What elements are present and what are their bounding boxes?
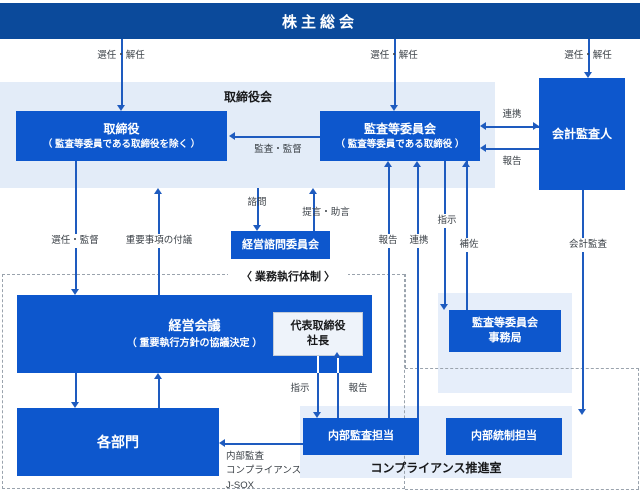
edge-arrow-appoint-accounting-auditor: [584, 72, 592, 78]
audit-committee-title: 監査等委員会: [363, 121, 436, 136]
edge-arrow-report-bottom: [333, 352, 341, 358]
edge-label-cooperation-mid: 連携: [399, 234, 439, 248]
edge-label-internal-audit-line2: コンプライアンス: [226, 465, 302, 477]
directors-subtitle: （ 監査等委員である取締役を除く ）: [42, 138, 201, 150]
edge-arrow-report-top: [480, 144, 486, 152]
edge-arrow-cooperation-left: [480, 122, 486, 130]
edge-arrow-appoint-audit-committee: [390, 105, 398, 111]
edge-line-consultation: [257, 188, 259, 225]
internal-audit-box[interactable]: 内部監査担当: [303, 418, 419, 455]
edge-label-important-matters: 重要事項の付議: [120, 234, 198, 248]
edge-line-report-top: [486, 148, 539, 150]
edge-line-appoint-supervise: [75, 161, 77, 289]
accounting-auditor-box[interactable]: 会計監査人: [539, 78, 625, 190]
edge-label-audit-supervise: 監査・監督: [254, 144, 302, 155]
edge-arrow-accounting-audit: [578, 409, 586, 415]
execution-system-label: 〈 業務執行体制 〉: [240, 271, 336, 283]
edge-label-appoint-dismiss-3: 選任・解任: [564, 50, 612, 61]
departments-title: 各部門: [97, 433, 139, 450]
edge-label-cooperation-top: 連携: [502, 109, 522, 120]
edge-line-instruction-bottom-white: [317, 356, 319, 373]
edge-arrow-proposal-advice: [309, 188, 317, 194]
directors-box[interactable]: 取締役 （ 監査等委員である取締役を除く ）: [16, 111, 227, 161]
advisory-committee-title: 経営諮問委員会: [242, 238, 319, 251]
internal-control-box[interactable]: 内部統制担当: [446, 418, 562, 455]
president-box[interactable]: 代表取締役 社長: [273, 312, 363, 356]
edge-arrow-instruction-mid: [440, 304, 448, 310]
edge-line-appoint-directors: [121, 39, 123, 105]
edge-arrow-cooperation-mid: [413, 161, 421, 167]
edge-label-appoint-dismiss-2: 選任・解任: [370, 50, 418, 61]
shareholders-meeting-bar: 株主総会: [0, 3, 640, 39]
management-meeting-title: 経営会議: [168, 318, 221, 334]
edge-line-report-bottom: [337, 373, 339, 418]
edge-arrow-management-to-departments: [71, 402, 79, 408]
internal-audit-title: 内部監査担当: [328, 430, 394, 443]
directors-title: 取締役: [103, 121, 140, 136]
edge-arrow-important-matters: [154, 188, 162, 194]
edge-label-appoint-supervise: 選任・監督: [45, 234, 105, 248]
secretariat-dashed-left: [405, 274, 406, 368]
edge-label-proposal-advice: 提言・助言: [302, 207, 350, 218]
audit-secretariat-line1: 監査等委員会: [472, 317, 538, 330]
edge-label-internal-audit-lines: 内部監査 コンプライアンス J-SOX: [226, 450, 316, 493]
edge-label-consultation: 諮問: [247, 197, 267, 208]
edge-arrow-consultation: [253, 225, 261, 231]
board-of-directors-title: 取締役会: [223, 90, 272, 104]
audit-secretariat-box[interactable]: 監査等委員会 事務局: [449, 310, 561, 352]
edge-arrow-audit-supervise: [229, 132, 235, 140]
edge-arrow-departments-to-management: [154, 373, 162, 379]
edge-label-report-mid: 報告: [368, 234, 408, 248]
edge-label-appoint-dismiss-1: 選任・解任: [97, 50, 145, 61]
advisory-committee-box[interactable]: 経営諮問委員会: [231, 231, 330, 259]
edge-line-internal-audit-to-departments: [225, 443, 303, 445]
edge-arrow-assistance: [462, 161, 470, 167]
edge-line-accounting-audit: [582, 190, 584, 409]
execution-system-label-bg: [228, 268, 348, 282]
edge-line-cooperation-mid: [417, 167, 419, 418]
execution-system-dashed-extension-top: [405, 368, 639, 369]
president-line1: 代表取締役: [290, 320, 346, 333]
edge-label-internal-audit-line1: 内部監査: [226, 451, 265, 462]
edge-line-management-to-departments: [75, 373, 77, 402]
edge-label-accounting-audit: 会計監査: [562, 238, 614, 252]
edge-line-report-mid: [388, 167, 390, 418]
edge-line-appoint-accounting-auditor: [588, 39, 590, 72]
audit-secretariat-line2: 事務局: [488, 332, 522, 344]
edge-label-assistance: 補佐: [449, 238, 489, 252]
edge-line-proposal-advice: [313, 194, 315, 231]
edge-label-internal-audit-line3: J-SOX: [226, 479, 254, 491]
edge-line-assistance: [466, 161, 468, 310]
edge-arrow-appoint-supervise: [71, 289, 79, 295]
edge-arrow-cooperation-right: [533, 122, 539, 130]
execution-system-dashed-extension-right: [638, 368, 639, 489]
shareholders-meeting-title: 株主総会: [281, 13, 358, 31]
edge-label-instruction-mid: 指示: [427, 214, 467, 228]
edge-arrow-report-mid: [384, 161, 392, 167]
accounting-auditor-title: 会計監査人: [551, 126, 612, 141]
edge-line-instruction-mid: [444, 161, 446, 304]
edge-line-appoint-audit-committee: [394, 39, 396, 105]
edge-line-report-bottom-white: [337, 356, 339, 373]
edge-arrow-appoint-directors: [117, 105, 125, 111]
compliance-office-title: コンプライアンス推進室: [370, 461, 502, 475]
execution-system-dashed-extension-bottom: [405, 489, 639, 490]
edge-label-report-bottom: 報告: [348, 383, 368, 394]
edge-line-audit-supervise: [235, 136, 320, 138]
edge-line-cooperation-top: [486, 126, 539, 128]
president-line2: 社長: [307, 335, 329, 347]
edge-arrow-instruction-bottom: [313, 412, 321, 418]
management-meeting-subtitle: （ 重要執行方針の協議決定 ）: [126, 338, 263, 350]
edge-line-instruction-bottom: [317, 373, 319, 412]
audit-committee-box[interactable]: 監査等委員会 （ 監査等委員である取締役 ）: [320, 111, 480, 161]
edge-arrow-internal-audit-to-departments: [219, 439, 225, 447]
audit-committee-subtitle: （ 監査等委員である取締役 ）: [335, 138, 465, 150]
edge-label-instruction-bottom: 指示: [290, 383, 310, 394]
edge-label-report-top: 報告: [502, 156, 522, 167]
internal-control-title: 内部統制担当: [471, 430, 537, 443]
departments-box[interactable]: 各部門: [17, 408, 219, 476]
edge-line-departments-to-management: [158, 379, 160, 408]
secretariat-dashed-top: [2, 274, 405, 275]
